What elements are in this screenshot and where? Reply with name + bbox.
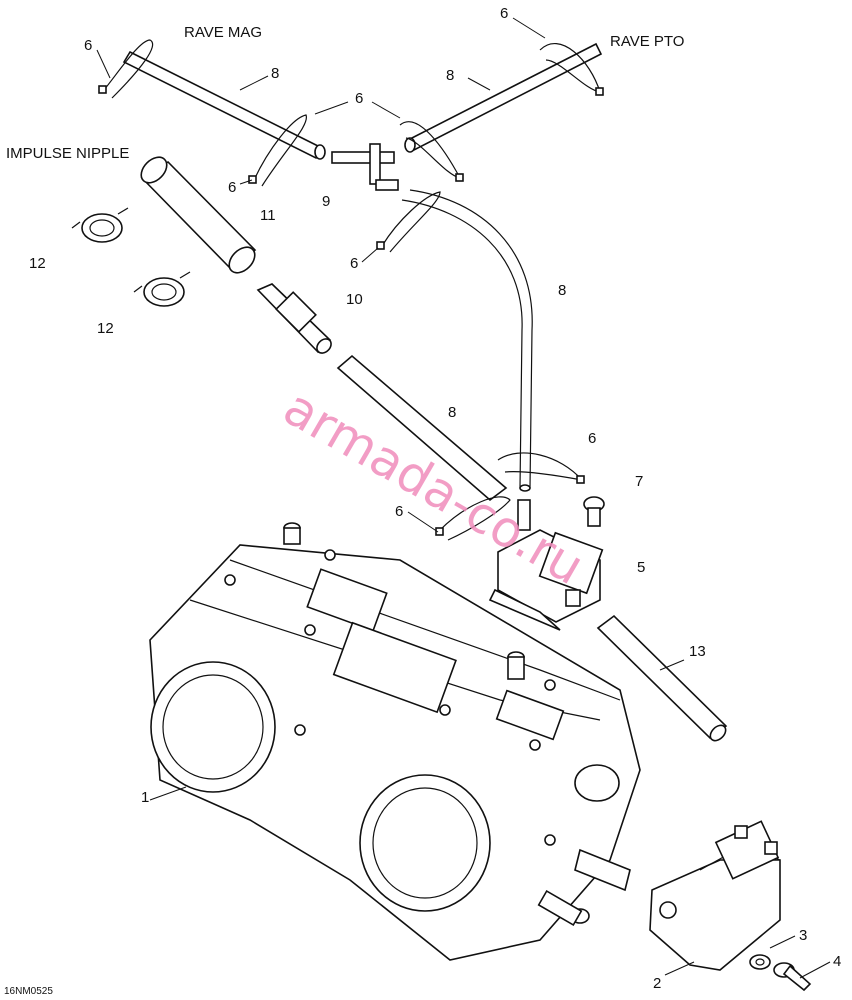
- callout-9: 9: [322, 193, 330, 210]
- clamp-6-solenoid-left: [435, 496, 511, 541]
- callout-7: 7: [635, 473, 643, 490]
- callout-3: 3: [799, 927, 807, 944]
- callout-2: 2: [653, 975, 661, 992]
- callout-12-b: 12: [97, 320, 114, 337]
- callout-6-d: 6: [228, 179, 236, 196]
- screw-4: [773, 962, 812, 992]
- callout-5: 5: [637, 559, 645, 576]
- callout-6-e: 6: [350, 255, 358, 272]
- lower-hose: [336, 354, 508, 502]
- screw-7: [583, 496, 605, 527]
- callout-6-g: 6: [395, 503, 403, 520]
- clamp-6-top-right: [539, 43, 604, 96]
- curved-hose: [401, 189, 533, 492]
- spring-clamp-lower: [133, 271, 191, 307]
- rave-mag-hose: [122, 50, 326, 160]
- callout-6-b: 6: [500, 5, 508, 22]
- callout-8-d: 8: [448, 404, 456, 421]
- tee-fitting: [331, 143, 399, 191]
- clamp-6-curve: [376, 191, 441, 253]
- clamp-6-top-left: [98, 39, 154, 99]
- callout-11: 11: [260, 207, 276, 224]
- impulse-hose: [140, 156, 257, 274]
- callout-6-f: 6: [588, 430, 596, 447]
- clamp-6-mid-right: [399, 121, 464, 182]
- clamp-6-solenoid-top: [497, 452, 585, 484]
- clamp-6-mid-left: [248, 114, 307, 187]
- throttle-position-sensor: [649, 820, 781, 971]
- label-impulse-nipple: IMPULSE NIPPLE: [6, 145, 129, 162]
- label-rave-pto: RAVE PTO: [610, 33, 684, 50]
- leader-lines: [96, 17, 831, 979]
- throttle-body: [149, 522, 641, 961]
- callout-1: 1: [141, 789, 149, 806]
- figure-code: 16NM0525: [4, 986, 53, 997]
- callout-8-a: 8: [271, 65, 279, 82]
- spring-clamp-upper: [71, 207, 129, 243]
- callout-6-c: 6: [355, 90, 363, 107]
- washer-3: [749, 954, 771, 970]
- callout-8-b: 8: [446, 67, 454, 84]
- callout-13: 13: [689, 643, 706, 660]
- check-valve: [256, 283, 332, 354]
- rave-pto-hose: [404, 42, 603, 153]
- rave-solenoid: [488, 499, 604, 631]
- label-rave-mag: RAVE MAG: [184, 24, 262, 41]
- callout-12-a: 12: [29, 255, 46, 272]
- callout-10: 10: [346, 291, 363, 308]
- callout-4: 4: [833, 953, 841, 970]
- hose-13: [596, 614, 728, 742]
- callout-6-a: 6: [84, 37, 92, 54]
- callout-8-c: 8: [558, 282, 566, 299]
